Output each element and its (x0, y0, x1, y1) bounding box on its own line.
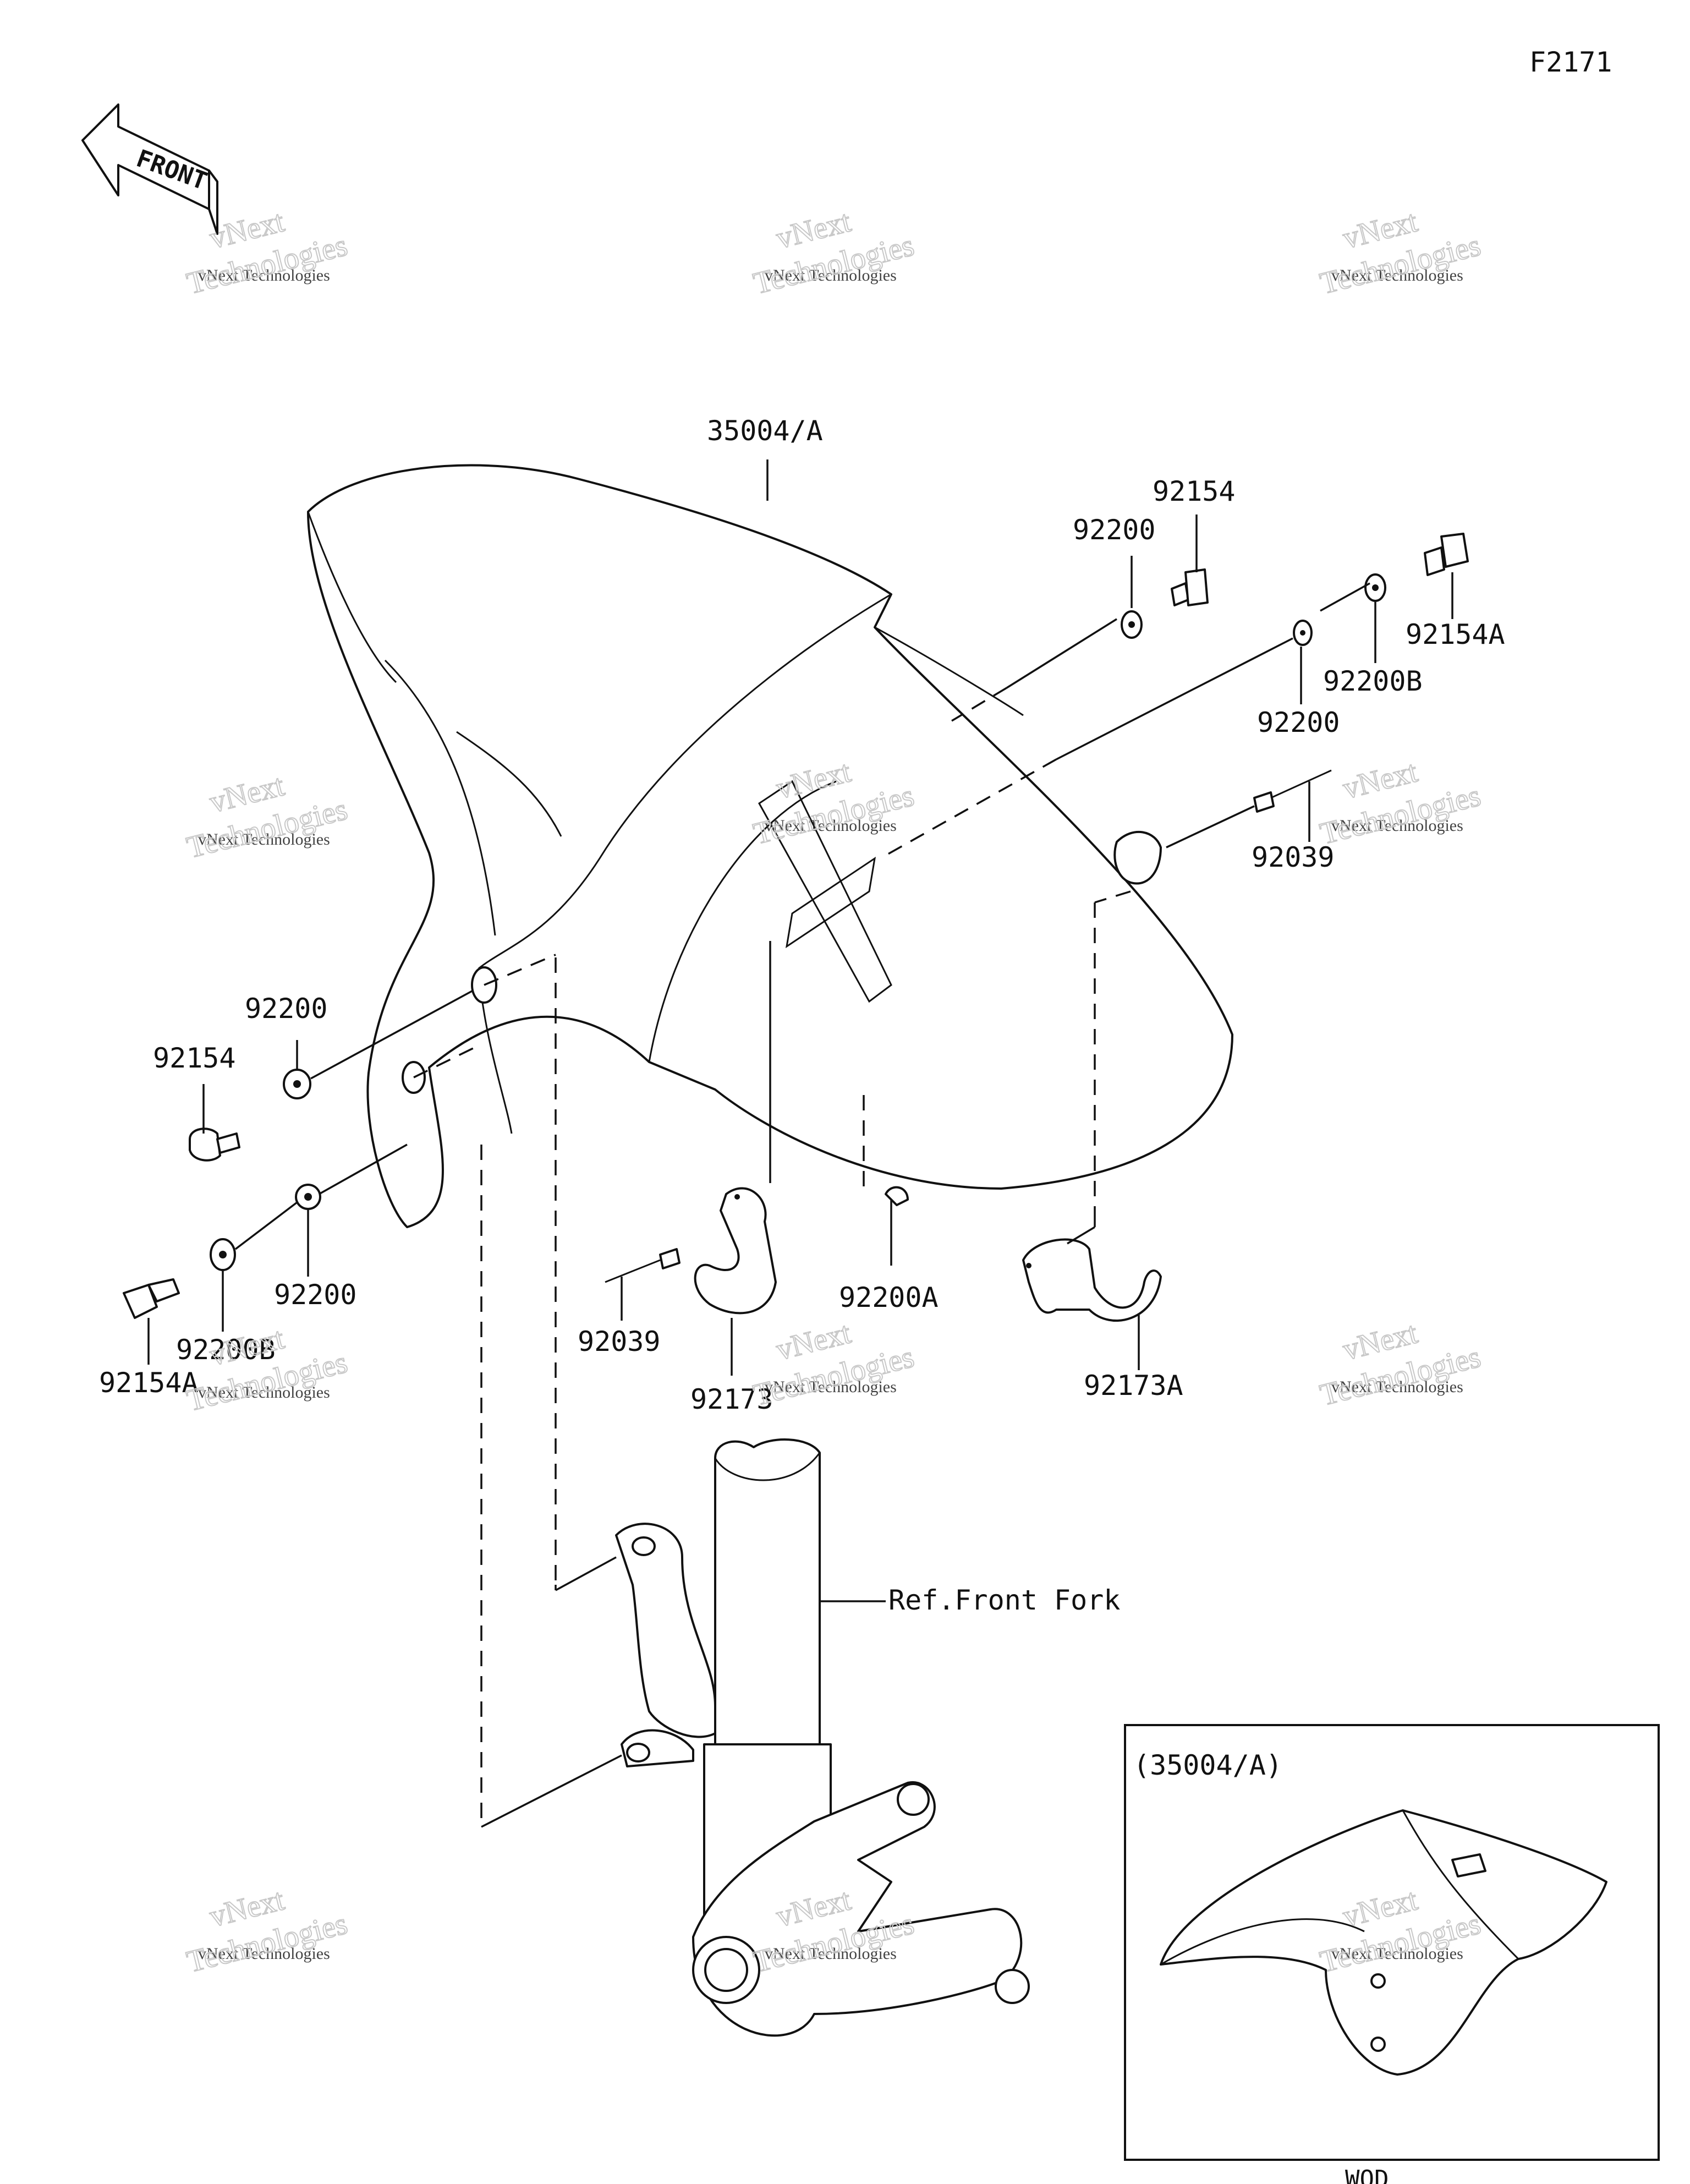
label-washer-b-right: 92200B (1323, 665, 1423, 697)
washer-b-left (210, 1238, 236, 1271)
label-washer-right-a: 92200 (1073, 514, 1156, 546)
watermark-text: vNext Technologies (1331, 817, 1463, 835)
leader-lines (147, 459, 1453, 1828)
rivet-right (1253, 769, 1332, 813)
watermark-text: vNext Technologies (765, 1945, 897, 1963)
watermark-text: vNext Technologies (198, 830, 330, 849)
label-front-fork-reference: Ref.Front Fork (888, 1584, 1120, 1616)
figure-code: F2171 (1529, 46, 1612, 78)
label-bolt-a-left: 92154A (99, 1367, 199, 1399)
front-fender (307, 464, 1233, 1228)
label-washer-left-b: 92200 (274, 1279, 357, 1311)
watermark-text: vNext Technologies (1331, 266, 1463, 284)
washer-left-a (283, 1069, 311, 1099)
watermark-text: vNext Technologies (1331, 1378, 1463, 1396)
label-washer-right-b: 92200 (1257, 707, 1340, 738)
label-rivet-left: 92039 (578, 1326, 661, 1358)
label-bolt-right: 92154 (1153, 475, 1236, 507)
washer-right-b (1293, 620, 1313, 646)
watermark-text: vNext Technologies (198, 1383, 330, 1402)
inset-title: (35004/A) (1133, 1749, 1282, 1781)
bolt-right (1171, 568, 1209, 606)
label-clamp-a: 92173A (1084, 1370, 1183, 1402)
bolt-a-left (123, 1278, 180, 1319)
label-rivet-right: 92039 (1252, 841, 1335, 873)
washer-right-a (1121, 610, 1143, 639)
watermark-text: vNext Technologies (765, 1378, 897, 1396)
watermark-text: vNext Technologies (198, 266, 330, 284)
label-washer-b-left: 92200B (176, 1334, 276, 1366)
watermark-text: vNext Technologies (198, 1945, 330, 1963)
watermark-text: vNext Technologies (765, 266, 897, 284)
washer-a (885, 1186, 909, 1206)
watermark-text: vNext Technologies (1331, 1945, 1463, 1963)
label-washer-left-a: 92200 (245, 993, 328, 1025)
label-clamp: 92173 (690, 1383, 773, 1415)
bolt-left (189, 1127, 240, 1162)
washer-b-right (1364, 573, 1386, 602)
rivet-left (605, 1248, 681, 1283)
washer-left-b (295, 1184, 321, 1210)
variant-inset: (35004/A) WOD (1124, 1724, 1660, 2184)
front-direction-arrow-icon: FRONT (81, 103, 218, 235)
clamp (694, 1187, 777, 1315)
label-bolt-a-right: 92154A (1406, 618, 1505, 650)
label-fender: 35004/A (707, 415, 823, 447)
label-washer-a: 92200A (839, 1282, 939, 1313)
clamp-a (1022, 1238, 1162, 1322)
watermark-text: vNext Technologies (765, 817, 897, 835)
label-bolt-left: 92154 (153, 1042, 236, 1074)
front-fork-reference (615, 1438, 1030, 2037)
bolt-a-right (1424, 533, 1469, 576)
inset-caption: WOD (1345, 2165, 1389, 2184)
